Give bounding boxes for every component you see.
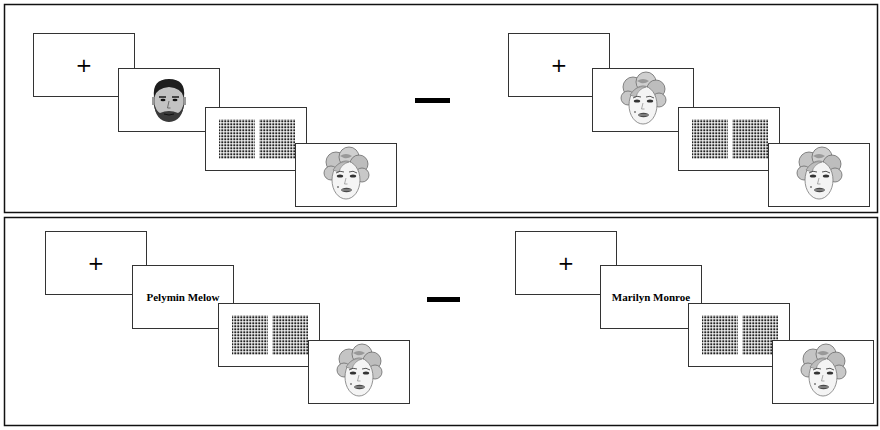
name-text: Marilyn Monroe xyxy=(612,291,690,303)
name-text: Pelymin Melow xyxy=(146,291,219,303)
mask-frame xyxy=(218,303,320,367)
mask-frame xyxy=(678,107,780,171)
name-frame: Marilyn Monroe xyxy=(600,265,702,329)
mask-frame xyxy=(205,107,307,171)
fixation-cross: + xyxy=(551,55,568,75)
face-frame xyxy=(308,340,410,404)
face-frame xyxy=(118,68,220,132)
face-frame xyxy=(768,143,870,207)
fixation-cross: + xyxy=(558,253,575,273)
minus-bar xyxy=(415,98,450,103)
fixation-cross: + xyxy=(88,253,105,273)
panel xyxy=(5,218,878,426)
panel xyxy=(5,5,878,213)
minus-bar xyxy=(427,297,460,302)
face-frame xyxy=(772,340,874,404)
face-frame xyxy=(295,143,397,207)
fixation-cross: + xyxy=(76,55,93,75)
